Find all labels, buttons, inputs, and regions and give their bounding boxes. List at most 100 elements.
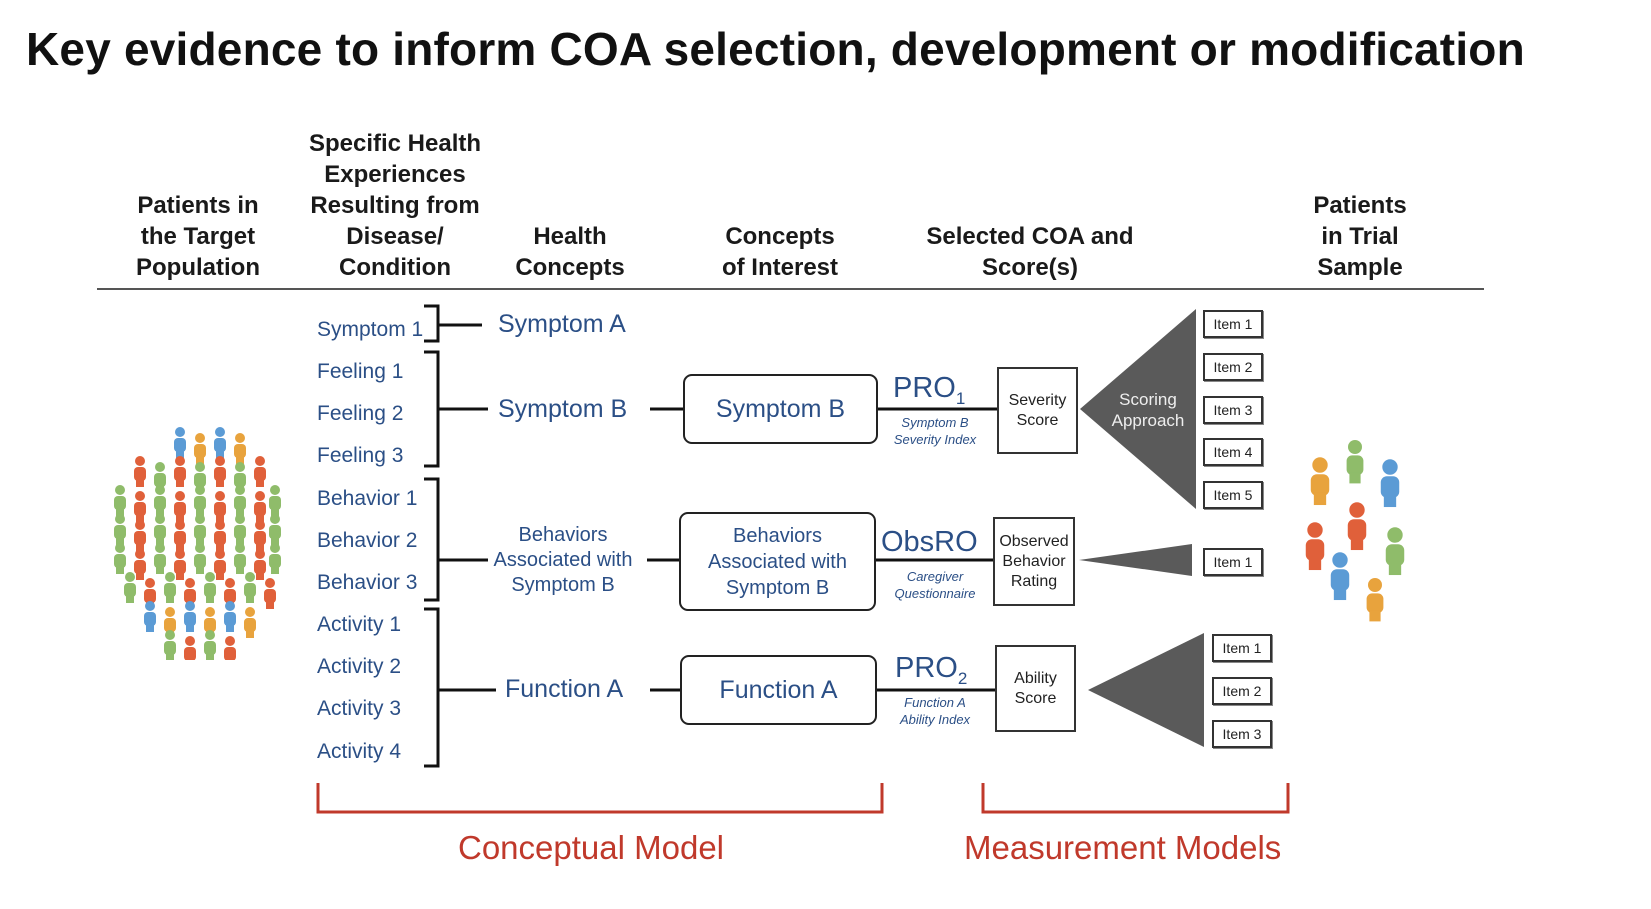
person-icon [184,636,196,660]
measurement-models-label: Measurement Models [964,829,1282,866]
concept-box-behaviors: Behaviors Associated with Symptom B [679,512,876,611]
item-box: Item 5 [1203,481,1263,509]
bracket-behaviors [424,477,440,602]
person-icon [154,543,166,574]
person-icon [269,485,281,516]
coa-obsro: ObsRO [881,526,978,558]
experience-item: Behavior 1 [317,487,418,510]
person-icon [1380,459,1400,508]
person-icon [164,607,176,638]
person-icon [214,549,226,580]
scoring-triangle-2 [1079,544,1192,576]
person-icon [234,543,246,574]
person-icon [269,514,281,545]
item-box: Item 4 [1203,438,1263,466]
header-patients-trial: Patients in Trial Sample [1313,192,1407,281]
person-icon [114,485,126,516]
person-icon [144,601,156,632]
score-ability: Ability Score [995,645,1076,732]
score-severity: Severity Score [997,367,1078,454]
experience-item: Activity 2 [317,655,402,678]
person-icon [134,549,146,580]
person-icon [269,543,281,574]
item-box: Item 2 [1203,353,1263,381]
person-icon [234,485,246,516]
person-icon [224,636,236,660]
person-icon [154,514,166,545]
score-observed: Observed Behavior Rating [993,517,1075,606]
experience-item: Activity 4 [317,740,402,763]
person-icon [1310,457,1330,506]
coa-pro1-desc: Symptom B Severity Index [893,415,977,447]
conceptual-bracket [316,783,884,814]
header-patients-target: Patients in the Target Population [136,192,260,281]
person-icon [214,456,226,487]
experience-item: Behavior 3 [317,571,418,594]
person-icon [1347,502,1367,551]
person-icon [214,491,226,522]
person-icon [174,520,186,551]
person-icon [114,514,126,545]
person-icon [184,601,196,632]
health-concept-function-a: Function A [505,675,624,703]
person-icon [264,578,276,609]
person-icon [114,543,126,574]
person-icon [244,607,256,638]
person-icon [194,485,206,516]
person-icon [1385,527,1405,576]
header-health-concepts: Health Concepts [515,223,625,281]
item-box: Item 1 [1203,548,1263,576]
experience-item: Feeling 3 [317,444,404,467]
person-icon [1346,440,1364,484]
health-concept-symptom-b: Symptom B [498,395,628,423]
experience-item: Activity 1 [317,613,402,636]
coa-pro2: PRO2 [895,652,968,688]
item-box: Item 1 [1212,634,1272,662]
scoring-triangle-3 [1088,633,1204,747]
experience-item: Symptom 1 [317,318,424,341]
item-box: Item 3 [1212,720,1272,748]
person-icon [214,520,226,551]
person-icon [1366,578,1384,622]
coa-pro1: PRO1 [893,372,966,408]
scoring-approach-label: Scoring Approach [1111,390,1185,430]
person-icon [214,427,226,458]
person-icon [254,520,266,551]
item-box: Item 3 [1203,396,1263,424]
person-icon [164,630,176,660]
person-icon [134,491,146,522]
coa-obsro-desc: Caregiver Questionnaire [894,569,976,601]
experience-item: Behavior 2 [317,529,418,552]
person-icon [174,427,186,458]
header-selected-coa: Selected COA and Score(s) [926,223,1134,281]
bracket-feelings [424,350,440,468]
person-icon [204,572,216,603]
item-box: Item 1 [1203,310,1263,338]
concept-box-function-a: Function A [680,655,877,725]
person-icon [194,514,206,545]
header-concepts-interest: Concepts of Interest [721,223,838,281]
experience-item: Activity 3 [317,697,402,720]
bracket-activities [424,607,440,768]
person-icon [124,572,136,603]
person-icon [134,456,146,487]
person-icon [174,491,186,522]
person-icon [194,433,206,464]
person-icon [244,572,256,603]
health-concept-behaviors: Behaviors Associated with Symptom B [493,524,633,596]
conceptual-model-label: Conceptual Model [458,829,724,866]
person-icon [254,456,266,487]
measurement-bracket [981,783,1290,814]
person-icon [254,491,266,522]
person-icon [234,514,246,545]
person-icon [164,572,176,603]
person-icon [194,543,206,574]
coa-pro2-desc: Function A Ability Index [899,695,971,727]
header-specific-health: Specific Health Experiences Resulting fr… [308,130,482,281]
page-title: Key evidence to inform COA selection, de… [26,23,1525,75]
person-icon [204,630,216,660]
person-icon [224,601,236,632]
target-population-people [114,427,281,660]
bracket-symptom [424,304,440,343]
